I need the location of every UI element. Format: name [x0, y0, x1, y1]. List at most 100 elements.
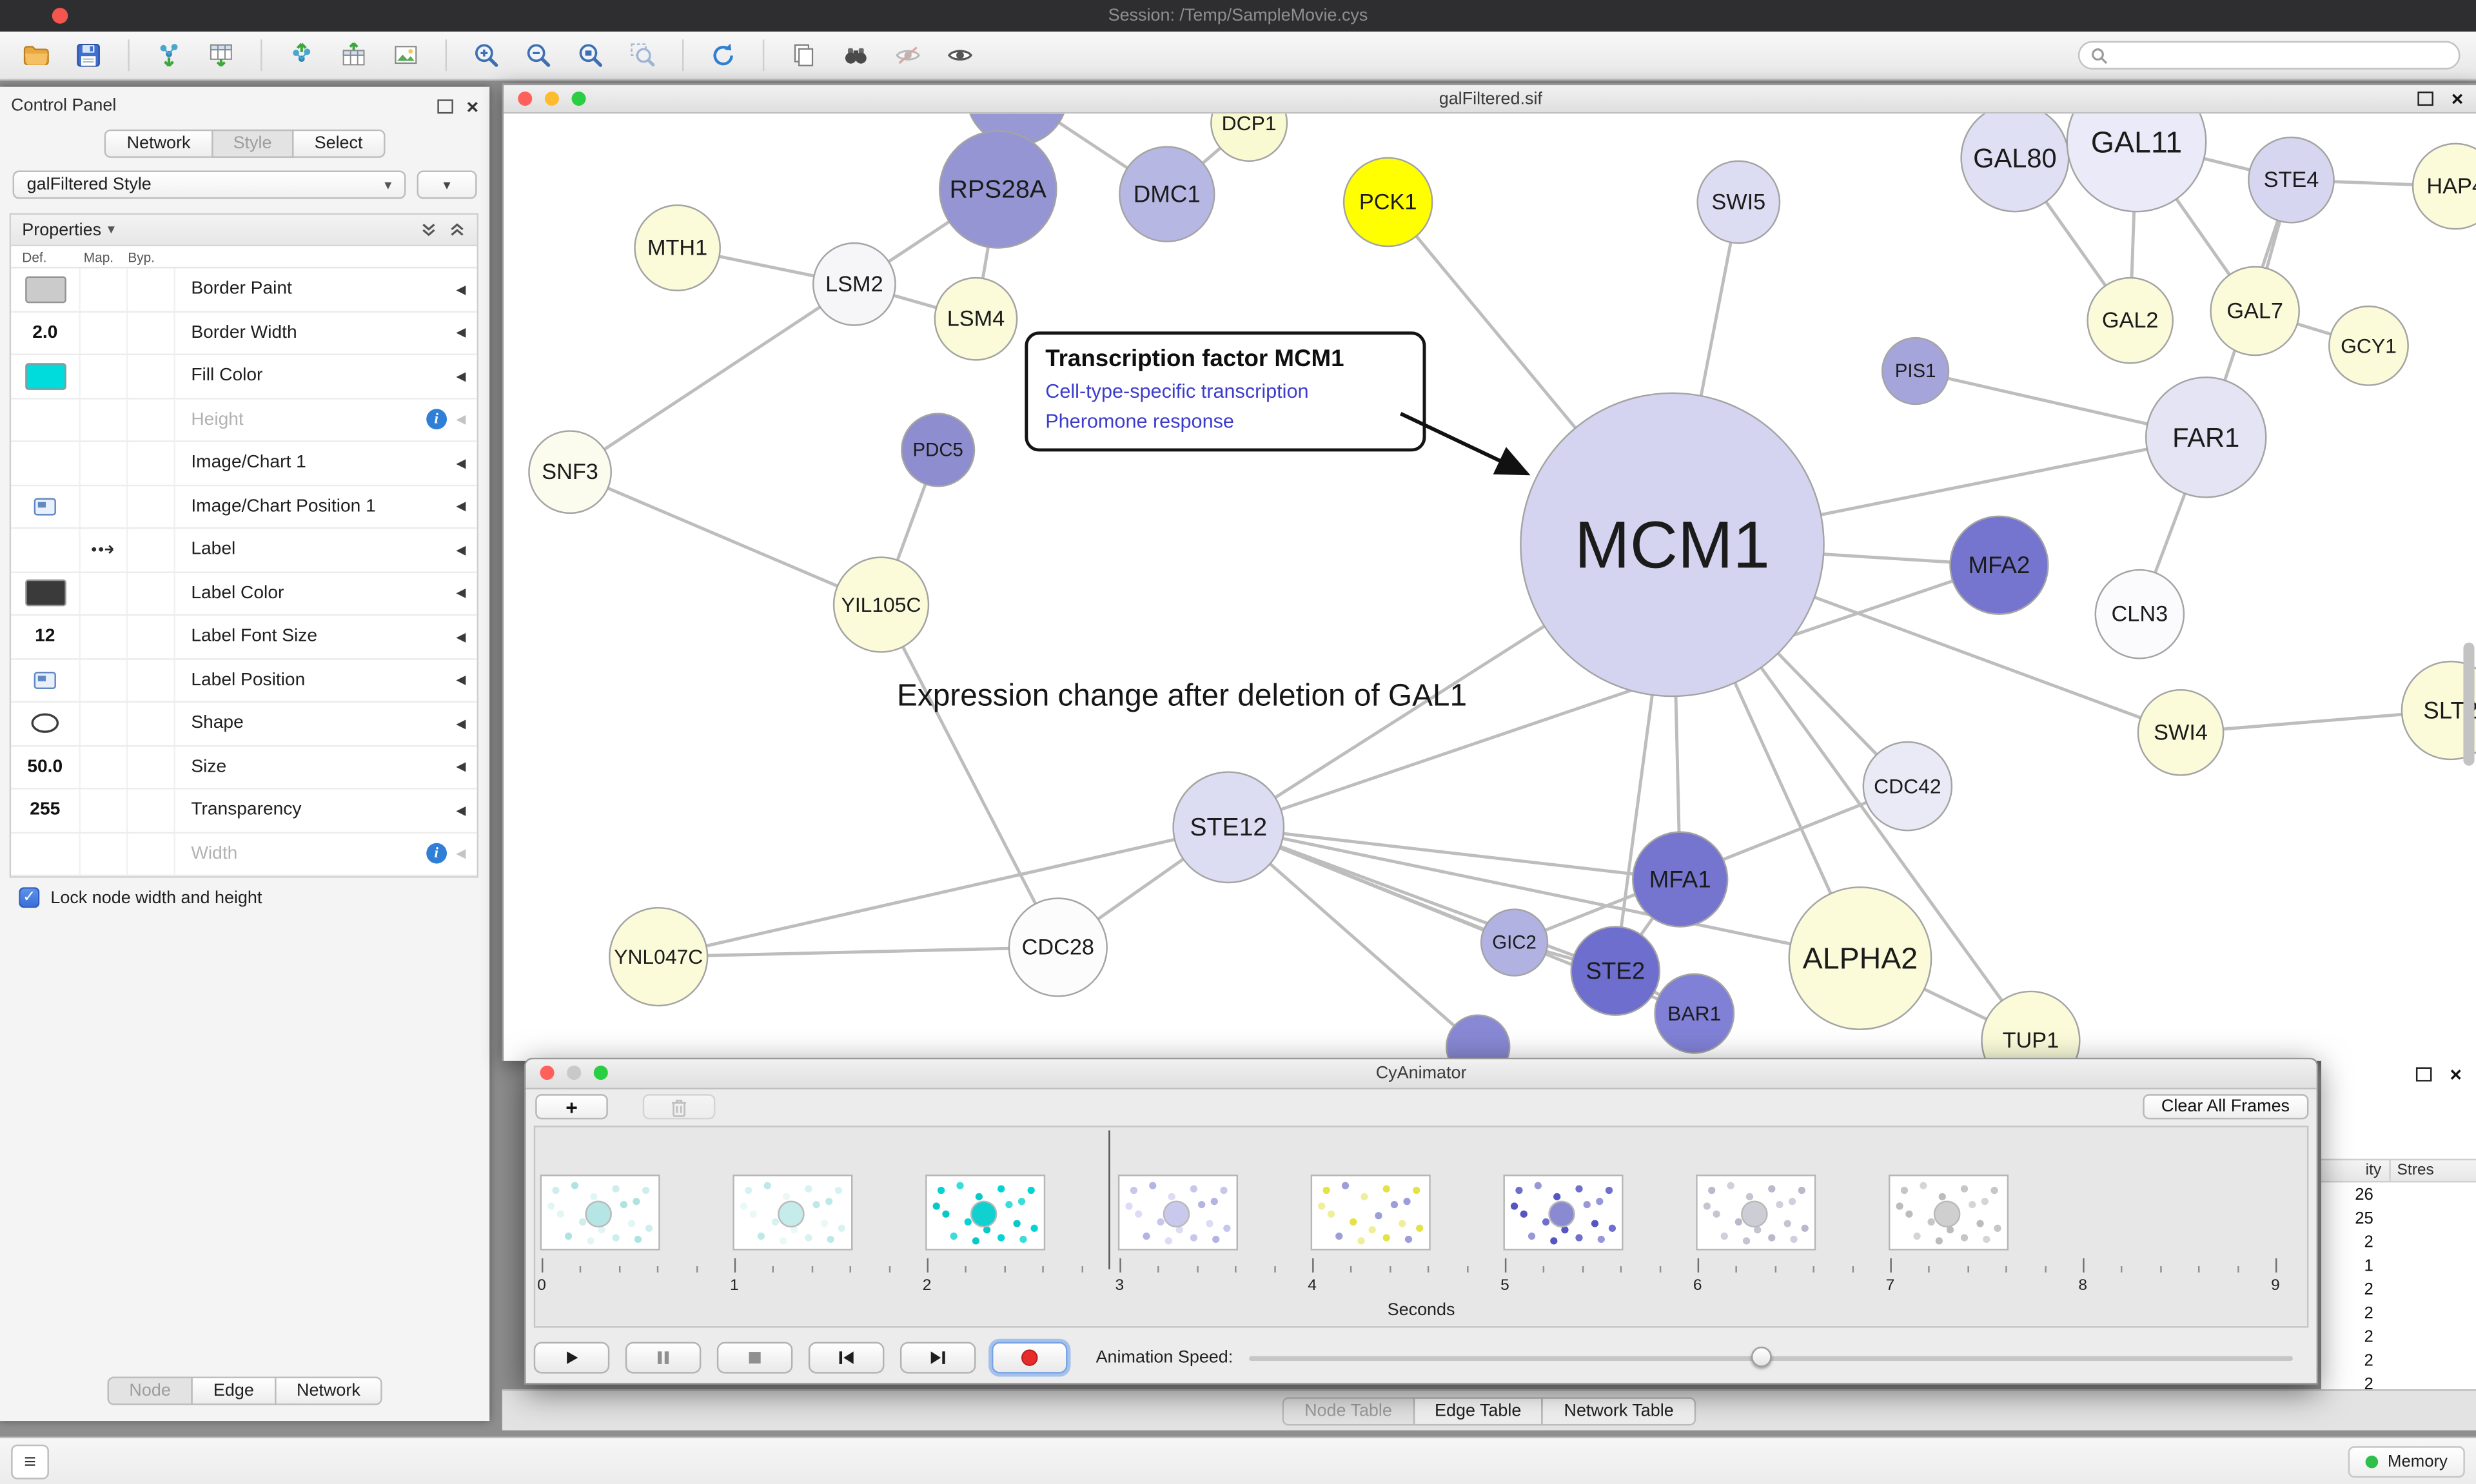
- tab-edge[interactable]: Edge: [191, 1376, 277, 1405]
- expand-row-icon[interactable]: ◀: [456, 499, 466, 514]
- frame-thumbnail[interactable]: [1503, 1175, 1624, 1251]
- network-node[interactable]: [1210, 113, 1288, 162]
- network-node[interactable]: [1342, 157, 1433, 248]
- frame-thumbnail[interactable]: [1117, 1175, 1239, 1251]
- tab-style[interactable]: Style: [211, 129, 294, 158]
- search-network-icon[interactable]: [836, 36, 877, 74]
- property-row[interactable]: Border Paint◀: [11, 268, 477, 312]
- network-node[interactable]: [634, 204, 721, 291]
- close-panel-icon[interactable]: ×: [2450, 1062, 2462, 1086]
- network-node[interactable]: [2137, 688, 2225, 776]
- expand-row-icon[interactable]: ◀: [456, 542, 466, 557]
- results-row[interactable]: 2: [2364, 1279, 2373, 1299]
- network-edge[interactable]: [1228, 825, 1861, 960]
- expand-all-icon[interactable]: [449, 221, 466, 239]
- network-edge[interactable]: [1228, 825, 1616, 973]
- float-panel-icon[interactable]: [438, 99, 454, 113]
- import-table-icon[interactable]: [201, 36, 242, 74]
- property-row[interactable]: Label Color◀: [11, 572, 477, 616]
- network-node[interactable]: [2328, 305, 2409, 386]
- style-options-button[interactable]: ▾: [417, 170, 477, 199]
- timeline-playhead[interactable]: [1108, 1130, 1110, 1269]
- property-row[interactable]: Label◀: [11, 529, 477, 572]
- network-node[interactable]: [1862, 741, 1953, 832]
- network-node[interactable]: [1654, 973, 1735, 1054]
- tab-select[interactable]: Select: [292, 129, 385, 158]
- frame-thumbnail[interactable]: [1888, 1175, 2009, 1251]
- expand-row-icon[interactable]: ◀: [456, 629, 466, 644]
- frame-thumbnail[interactable]: [1310, 1175, 1431, 1251]
- expand-row-icon[interactable]: ◀: [456, 716, 466, 731]
- minimize-traffic-light[interactable]: [544, 92, 559, 106]
- network-node[interactable]: [938, 130, 1057, 249]
- mcm1-annotation[interactable]: Transcription factor MCM1 Cell-type-spec…: [1025, 331, 1426, 451]
- results-row[interactable]: 2: [2364, 1232, 2373, 1251]
- close-traffic-light[interactable]: [540, 1066, 555, 1080]
- network-node[interactable]: [1480, 908, 1549, 977]
- results-row[interactable]: 26: [2355, 1184, 2373, 1204]
- network-node[interactable]: [1632, 831, 1729, 928]
- close-traffic-light[interactable]: [518, 92, 533, 106]
- export-table-icon[interactable]: [333, 36, 375, 74]
- results-row[interactable]: 2: [2364, 1303, 2373, 1323]
- tab-edge-table[interactable]: Edge Table: [1412, 1396, 1544, 1425]
- zoom-in-icon[interactable]: [466, 36, 507, 74]
- memory-button[interactable]: Memory: [2348, 1445, 2465, 1478]
- zoom-out-icon[interactable]: [518, 36, 559, 74]
- expand-row-icon[interactable]: ◀: [456, 456, 466, 471]
- snapshot-icon[interactable]: [783, 36, 825, 74]
- delete-frame-button[interactable]: [642, 1094, 716, 1120]
- tab-node[interactable]: Node: [107, 1376, 193, 1405]
- results-row[interactable]: 25: [2355, 1208, 2373, 1228]
- expand-row-icon[interactable]: ◀: [456, 759, 466, 774]
- export-image-icon[interactable]: [386, 36, 427, 74]
- expand-row-icon[interactable]: ◀: [456, 412, 466, 427]
- expand-row-icon[interactable]: ◀: [456, 326, 466, 340]
- network-edge[interactable]: [658, 825, 1229, 959]
- frame-thumbnail[interactable]: [732, 1175, 853, 1251]
- annotation-link[interactable]: Cell-type-specific transcription: [1045, 380, 1309, 403]
- network-node[interactable]: [2248, 136, 2335, 224]
- results-row[interactable]: 2: [2364, 1374, 2373, 1394]
- hide-selection-icon[interactable]: [887, 36, 928, 74]
- network-canvas[interactable]: RPS28BDCP1RPS28ADMC1PCK1SWI5GAL80GAL11ST…: [504, 113, 2476, 1061]
- float-panel-icon[interactable]: [2416, 1067, 2433, 1082]
- frame-thumbnail[interactable]: [1696, 1175, 1816, 1251]
- pause-button[interactable]: [625, 1342, 702, 1374]
- network-node[interactable]: [1008, 897, 1108, 997]
- property-row[interactable]: Image/Chart 1◀: [11, 442, 477, 486]
- network-node[interactable]: [2087, 277, 2174, 364]
- network-window-titlebar[interactable]: galFiltered.sif ×: [504, 85, 2476, 114]
- network-node[interactable]: [2401, 660, 2476, 761]
- default-value-swatch[interactable]: [24, 580, 66, 607]
- frame-thumbnail[interactable]: [540, 1175, 660, 1251]
- results-row[interactable]: 2: [2364, 1327, 2373, 1346]
- expand-row-icon[interactable]: ◀: [456, 369, 466, 384]
- float-window-icon[interactable]: [2418, 92, 2434, 106]
- expand-row-icon[interactable]: ◀: [456, 672, 466, 687]
- close-panel-icon[interactable]: ×: [466, 93, 479, 118]
- lock-size-checkbox[interactable]: ✓: [19, 887, 40, 908]
- network-edge[interactable]: [1228, 825, 1680, 881]
- network-node[interactable]: [832, 556, 930, 653]
- expand-row-icon[interactable]: ◀: [456, 282, 466, 297]
- network-node[interactable]: [1119, 146, 1215, 242]
- network-edge[interactable]: [1228, 563, 2000, 829]
- network-edge[interactable]: [569, 470, 882, 607]
- network-node[interactable]: [934, 277, 1018, 361]
- style-selector[interactable]: galFiltered Style ▾: [12, 170, 406, 199]
- properties-header[interactable]: Properties ▾: [11, 215, 477, 247]
- tab-network-table[interactable]: Network Table: [1542, 1396, 1696, 1425]
- open-session-icon[interactable]: [15, 36, 57, 74]
- network-node[interactable]: [2210, 266, 2300, 356]
- cyanimator-titlebar[interactable]: CyAnimator: [526, 1059, 2317, 1089]
- export-network-icon[interactable]: [281, 36, 322, 74]
- animation-speed-slider[interactable]: [1248, 1342, 2293, 1374]
- default-value-swatch[interactable]: [24, 362, 66, 390]
- record-button[interactable]: [991, 1342, 1068, 1374]
